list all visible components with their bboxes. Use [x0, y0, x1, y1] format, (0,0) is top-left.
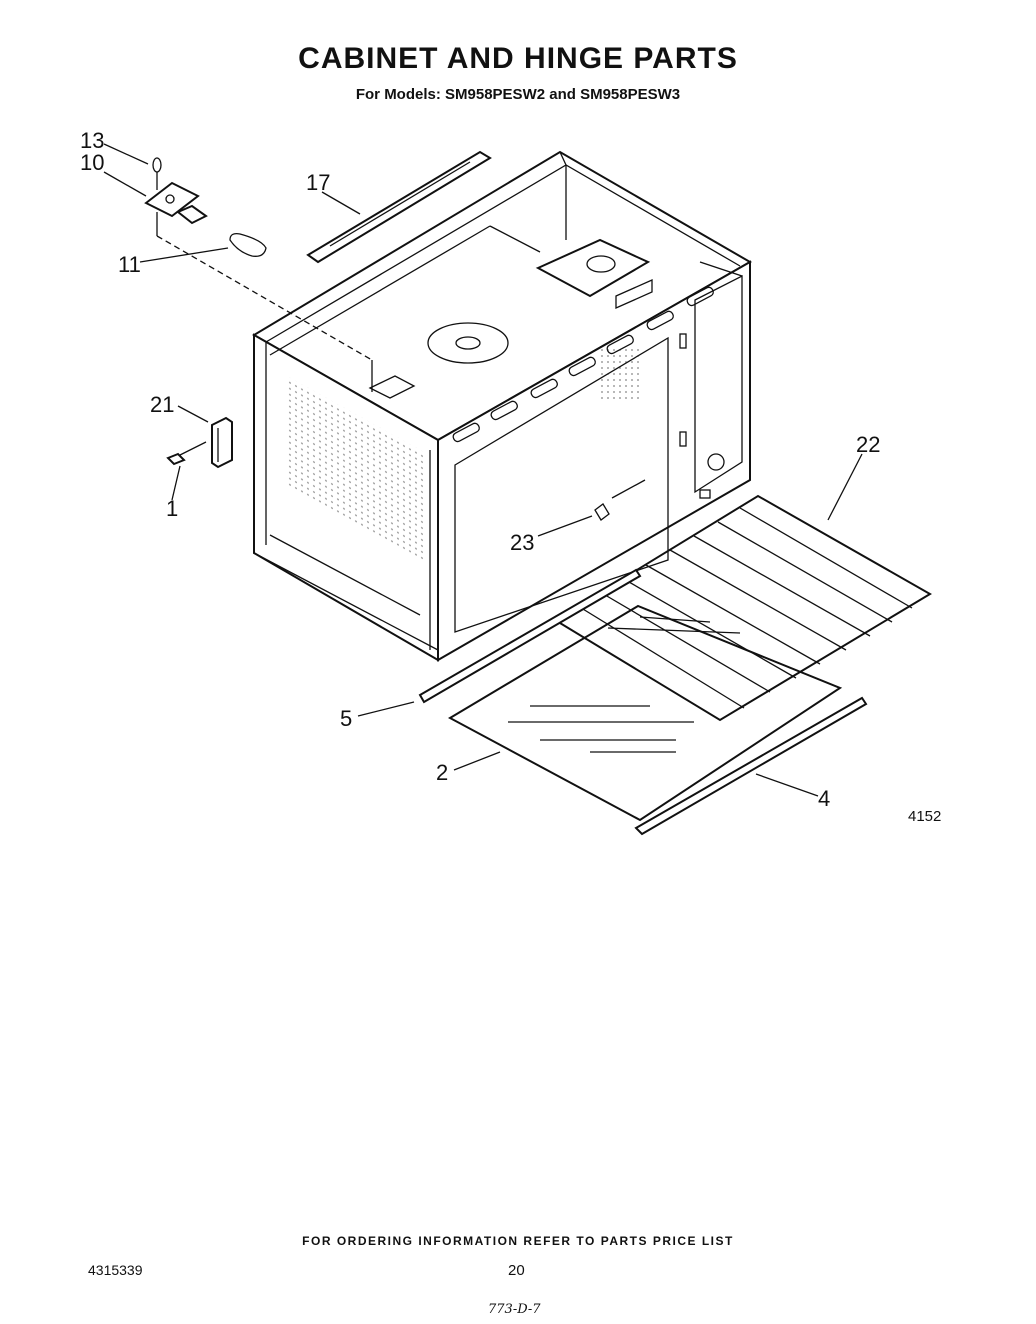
callout-11: 11 — [118, 252, 141, 277]
page-number: 20 — [508, 1262, 525, 1279]
callout-23: 23 — [510, 530, 535, 555]
part-17-strip — [306, 150, 492, 264]
callout-21: 21 — [150, 392, 175, 417]
callout-22: 22 — [856, 432, 881, 457]
lamp-assembly — [144, 157, 373, 392]
callout-1: 1 — [166, 496, 179, 521]
callout-17: 17 — [306, 170, 331, 195]
callout-4: 4 — [818, 786, 831, 811]
callout-10: 10 — [80, 150, 105, 175]
callout-13: 13 — [80, 128, 105, 153]
part-4-rail — [634, 696, 868, 836]
part-2-panel — [447, 604, 843, 822]
page-subtitle: For Models: SM958PESW2 and SM958PESW3 — [355, 86, 681, 103]
document-part-number: 4315339 — [88, 1262, 143, 1278]
side-perforations — [285, 345, 640, 563]
cabinet-frame — [252, 150, 753, 662]
callout-5: 5 — [340, 706, 353, 731]
part-1-screw — [166, 441, 207, 466]
figure-number: 4152 — [908, 808, 942, 825]
page-title: CABINET AND HINGE PARTS — [298, 42, 738, 75]
handwritten-note: 773-D-7 — [488, 1302, 541, 1317]
part-22-rack — [547, 494, 932, 722]
callout-2: 2 — [436, 760, 449, 785]
leader-lines — [103, 143, 863, 797]
ordering-note: FOR ORDERING INFORMATION REFER TO PARTS … — [302, 1234, 734, 1248]
vent-slots — [452, 286, 714, 443]
part-21-block — [211, 416, 233, 469]
part-5-rail — [418, 568, 642, 704]
